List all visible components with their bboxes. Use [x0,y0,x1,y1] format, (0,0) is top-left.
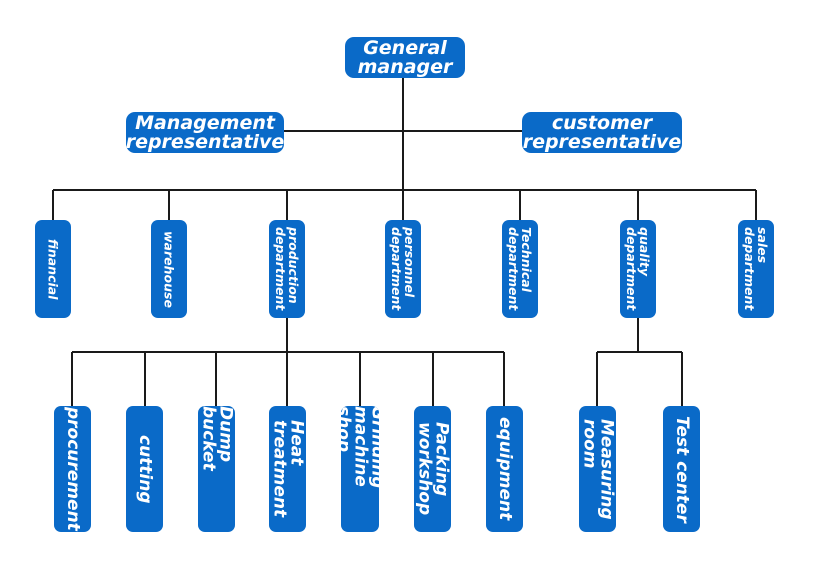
unit-procurement: procurement [54,406,91,532]
dept-warehouse: warehouse [151,220,187,318]
dept-quality-label: quality department [624,227,652,311]
dept-quality: quality department [620,220,656,318]
unit-dump-bucket: Dump bucket [198,406,235,532]
dept-technical: Technical department [502,220,538,318]
unit-packing-label: Packing workshop [414,422,452,516]
dept-personnel-label: personnel department [389,227,417,311]
unit-dump-bucket-label: Dump bucket [198,406,236,471]
dept-financial: financial [35,220,71,318]
dept-personnel: personnel department [385,220,421,318]
unit-grinding-machine-shop: Grinding machine shop [341,406,379,532]
unit-grinding-label: Grinding machine shop [341,406,379,489]
unit-test-center-label: Test center [672,415,692,523]
dept-production: production department [269,220,305,318]
unit-measuring-room-label: Measuring room [579,418,617,520]
unit-equipment: equipment [486,406,523,532]
general-manager-line2: manager [357,55,453,78]
management-rep-line1: Management [135,112,275,134]
unit-packing-workshop: Packing workshop [414,406,451,532]
customer-representative-box: customer representative [522,112,682,153]
dept-sales-label: sales department [742,227,770,311]
general-manager-line1: General [363,37,447,59]
customer-rep-line1: customer [551,112,653,134]
dept-production-label: production department [273,227,301,311]
customer-rep-line2: representative [522,130,682,153]
unit-heat-treatment: Heat treatment [269,406,306,532]
unit-cutting-label: cutting [135,434,155,504]
management-rep-line2: representative [126,130,284,153]
dept-financial-label: financial [45,238,61,300]
dept-warehouse-label: warehouse [161,230,177,308]
unit-test-center: Test center [663,406,700,532]
unit-heat-treatment-label: Heat treatment [269,420,307,518]
unit-equipment-label: equipment [495,417,515,521]
dept-sales: sales department [738,220,774,318]
dept-technical-label: Technical department [506,227,534,311]
unit-cutting: cutting [126,406,163,532]
general-manager-box: General manager [345,37,465,78]
unit-measuring-room: Measuring room [579,406,616,532]
management-representative-box: Management representative [126,112,284,153]
unit-procurement-label: procurement [63,407,83,531]
